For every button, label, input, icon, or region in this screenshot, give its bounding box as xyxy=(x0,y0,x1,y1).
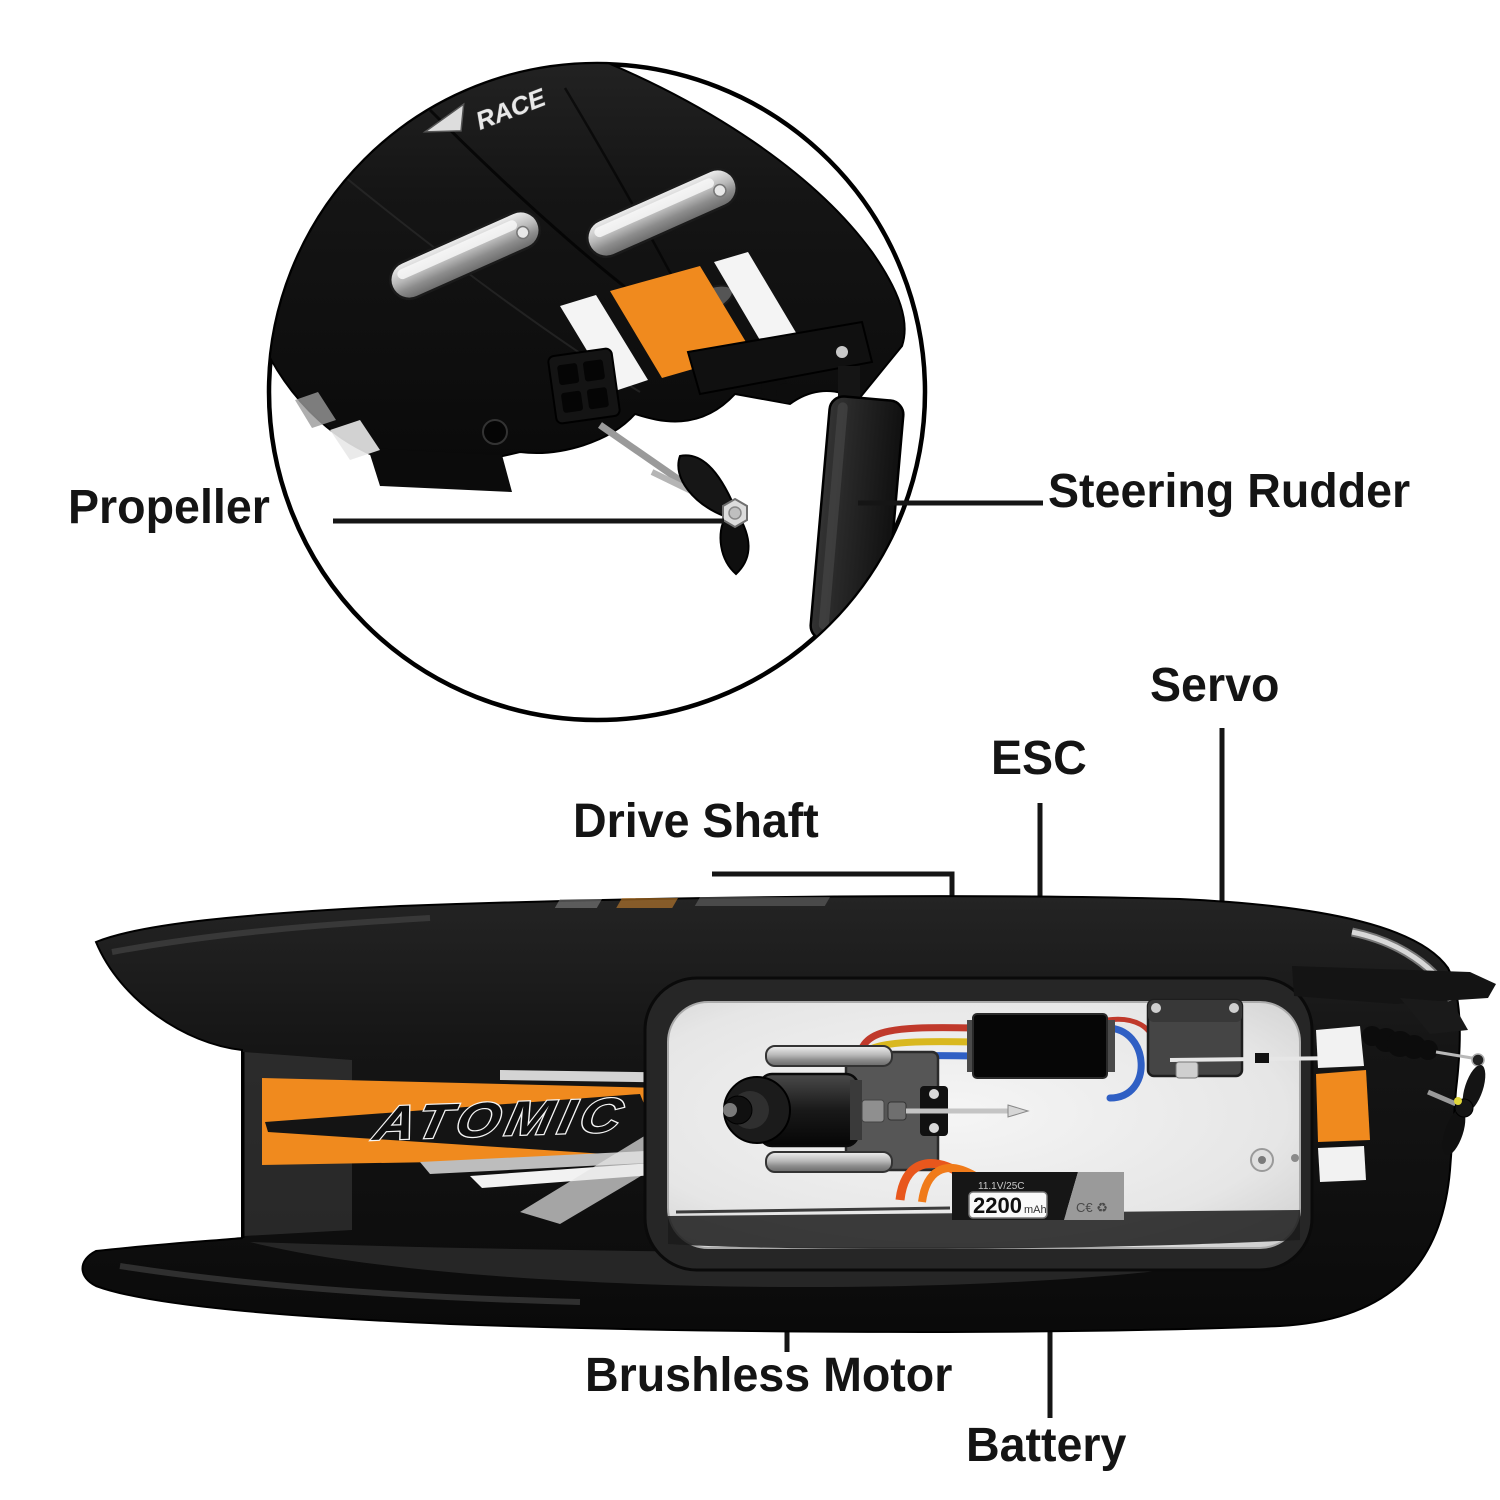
inset-art: RACE xyxy=(269,64,906,645)
inset-propeller xyxy=(677,454,750,576)
rudder-arm xyxy=(1292,966,1496,1004)
rudder-bracket xyxy=(686,320,874,396)
shaft-collet xyxy=(887,1101,907,1121)
stern-prop-blade-bottom xyxy=(1442,1109,1466,1155)
stern-pushrod xyxy=(1435,1050,1473,1060)
deck-vent-left xyxy=(389,209,541,301)
battery-spec-text: 11.1V/25C xyxy=(978,1181,1025,1192)
stern-clevis xyxy=(1471,1053,1485,1067)
label-drive-shaft: Drive Shaft xyxy=(573,795,819,848)
inset-circle: RACE xyxy=(266,61,928,723)
battery-pack: 11.1V/25C 2200 mAh C€ ♻ xyxy=(895,1159,1124,1220)
pushrod-clevis xyxy=(1255,1053,1269,1063)
stern-stripe-white-2 xyxy=(1318,1146,1366,1182)
wire-blue-loop xyxy=(1103,1024,1145,1102)
motor-endbell xyxy=(850,1080,862,1140)
stern-bellows xyxy=(1362,1026,1438,1060)
stripe-fragment xyxy=(295,392,336,428)
stern-prop-blade-top xyxy=(1462,1065,1486,1111)
stripe-white-1 xyxy=(560,295,648,392)
battery-label-box xyxy=(968,1191,1048,1219)
stern-stripe-white-1 xyxy=(1316,1026,1364,1068)
motor-strap-top xyxy=(765,1045,893,1067)
rudder-pivot xyxy=(836,346,848,358)
brand-wedge xyxy=(265,1094,666,1158)
stern-prop-shaft xyxy=(1427,1089,1457,1107)
prop-yellow-dot xyxy=(1454,1097,1462,1105)
label-brushless-motor: Brushless Motor xyxy=(585,1349,953,1402)
label-esc: ESC xyxy=(991,732,1087,785)
shaft-coupler xyxy=(861,1099,885,1123)
pontoon-highlight xyxy=(119,1263,581,1305)
floor-pin xyxy=(1291,1154,1299,1162)
far-deck-graphic xyxy=(554,897,830,908)
trim-bracket xyxy=(547,347,621,425)
motor-assembly xyxy=(723,1045,1030,1173)
label-servo: Servo xyxy=(1150,659,1280,712)
floor-seam xyxy=(675,1206,951,1214)
hull-brand-text: ATOMIC xyxy=(369,1089,633,1151)
stripe-accent-gray xyxy=(420,1150,666,1174)
shaft-strut xyxy=(598,422,690,489)
battery-capacity-unit-text: mAh xyxy=(1024,1204,1047,1216)
boat-main-view: ATOMIC xyxy=(81,895,1496,1333)
servo-horn xyxy=(1175,1061,1199,1079)
servo-unit xyxy=(1146,998,1346,1079)
esc-unit xyxy=(967,1013,1115,1079)
stripe-fragment xyxy=(330,420,380,460)
stern-hardware xyxy=(1292,927,1496,1155)
stern-stripes xyxy=(1316,1026,1370,1182)
pontoon-highlight xyxy=(111,915,431,955)
battery-body-gray xyxy=(1064,1172,1124,1220)
rudder-arm-bracket xyxy=(1400,998,1468,1034)
inner-wall-shadow xyxy=(668,1210,1300,1249)
stripe-white-2 xyxy=(714,252,798,347)
battery-cert-marks: C€ ♻ xyxy=(1076,1200,1108,1215)
label-propeller: Propeller xyxy=(68,481,270,534)
label-steering-rudder: Steering Rudder xyxy=(1048,465,1411,518)
drive-shaft-tip xyxy=(1007,1104,1030,1118)
skeg xyxy=(368,448,512,492)
swoosh xyxy=(520,1124,668,1224)
deck-vent-right xyxy=(586,167,738,259)
label-battery: Battery xyxy=(966,1419,1127,1472)
battery-wire-2 xyxy=(918,1164,978,1203)
motor-shaft-stub xyxy=(723,1103,737,1117)
stern-stripe-orange xyxy=(1316,1070,1370,1142)
motor-strap-bottom xyxy=(765,1151,893,1173)
battery-capacity-text: 2200 xyxy=(973,1193,1022,1218)
drain-plug xyxy=(482,419,508,445)
